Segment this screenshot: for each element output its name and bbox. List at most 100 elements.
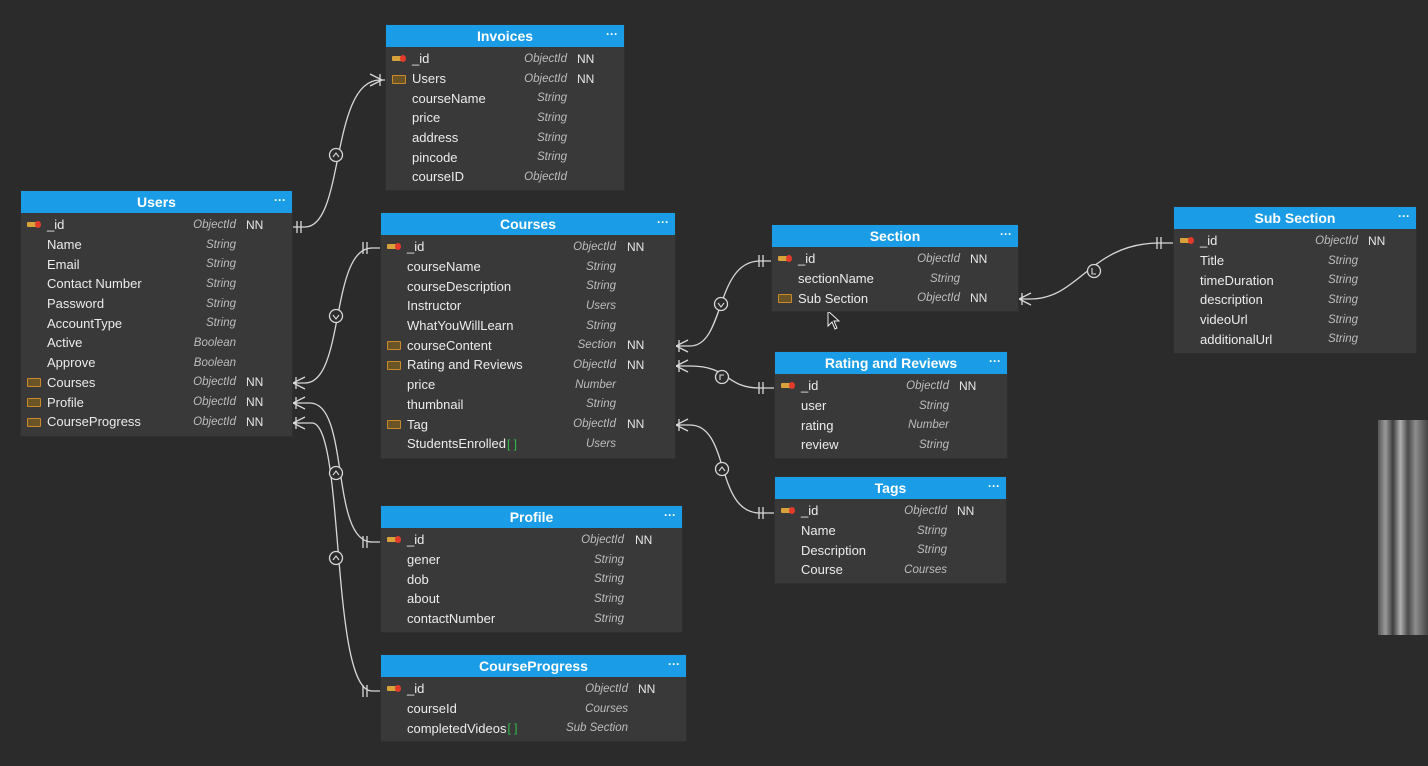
field-name: _id bbox=[407, 532, 425, 548]
field-name: pincode bbox=[412, 149, 458, 165]
field-name: videoUrl bbox=[1200, 312, 1248, 328]
field-type: String bbox=[1327, 293, 1358, 306]
table-row[interactable]: completedVideos[ ]Sub Section bbox=[381, 718, 686, 738]
table-header[interactable]: Courses··· bbox=[381, 213, 675, 235]
table-menu-icon[interactable]: ··· bbox=[1398, 209, 1410, 223]
field-type: String bbox=[1327, 274, 1358, 287]
array-marker: [ ] bbox=[507, 721, 518, 736]
field-icon bbox=[386, 171, 412, 183]
field-icon bbox=[775, 544, 801, 556]
table-header[interactable]: Invoices··· bbox=[386, 25, 624, 47]
table-header[interactable]: Rating and Reviews··· bbox=[775, 352, 1007, 374]
field-type: String bbox=[593, 612, 624, 625]
table-menu-icon[interactable]: ··· bbox=[1000, 227, 1012, 241]
table-header[interactable]: Users··· bbox=[21, 191, 292, 213]
table-title: Sub Section bbox=[1254, 210, 1336, 226]
table-header[interactable]: Profile··· bbox=[381, 506, 682, 528]
field-icon bbox=[1174, 333, 1200, 345]
field-name: about bbox=[407, 591, 440, 607]
table-menu-icon[interactable]: ··· bbox=[664, 508, 676, 522]
table-header[interactable]: Tags··· bbox=[775, 477, 1006, 499]
field-name: courseDescription bbox=[407, 278, 512, 294]
table-row[interactable]: StudentsEnrolled[ ]Users bbox=[381, 434, 675, 454]
table-menu-icon[interactable]: ··· bbox=[668, 657, 680, 671]
table-header[interactable]: Section··· bbox=[772, 225, 1018, 247]
field-icon bbox=[1174, 314, 1200, 326]
table-menu-icon[interactable]: ··· bbox=[606, 27, 618, 41]
field-type: ObjectId bbox=[917, 292, 960, 305]
field-icon bbox=[386, 92, 412, 104]
table-menu-icon[interactable]: ··· bbox=[989, 354, 1001, 368]
field-icon bbox=[1174, 255, 1200, 267]
foreign-key-icon bbox=[772, 292, 798, 304]
table-menu-icon[interactable]: ··· bbox=[657, 215, 669, 229]
table-header[interactable]: Sub Section ··· bbox=[1174, 207, 1416, 229]
table-menu-icon[interactable]: ··· bbox=[988, 479, 1000, 493]
table-header[interactable]: CourseProgress··· bbox=[381, 655, 686, 677]
table-menu-icon[interactable]: ··· bbox=[274, 193, 286, 207]
